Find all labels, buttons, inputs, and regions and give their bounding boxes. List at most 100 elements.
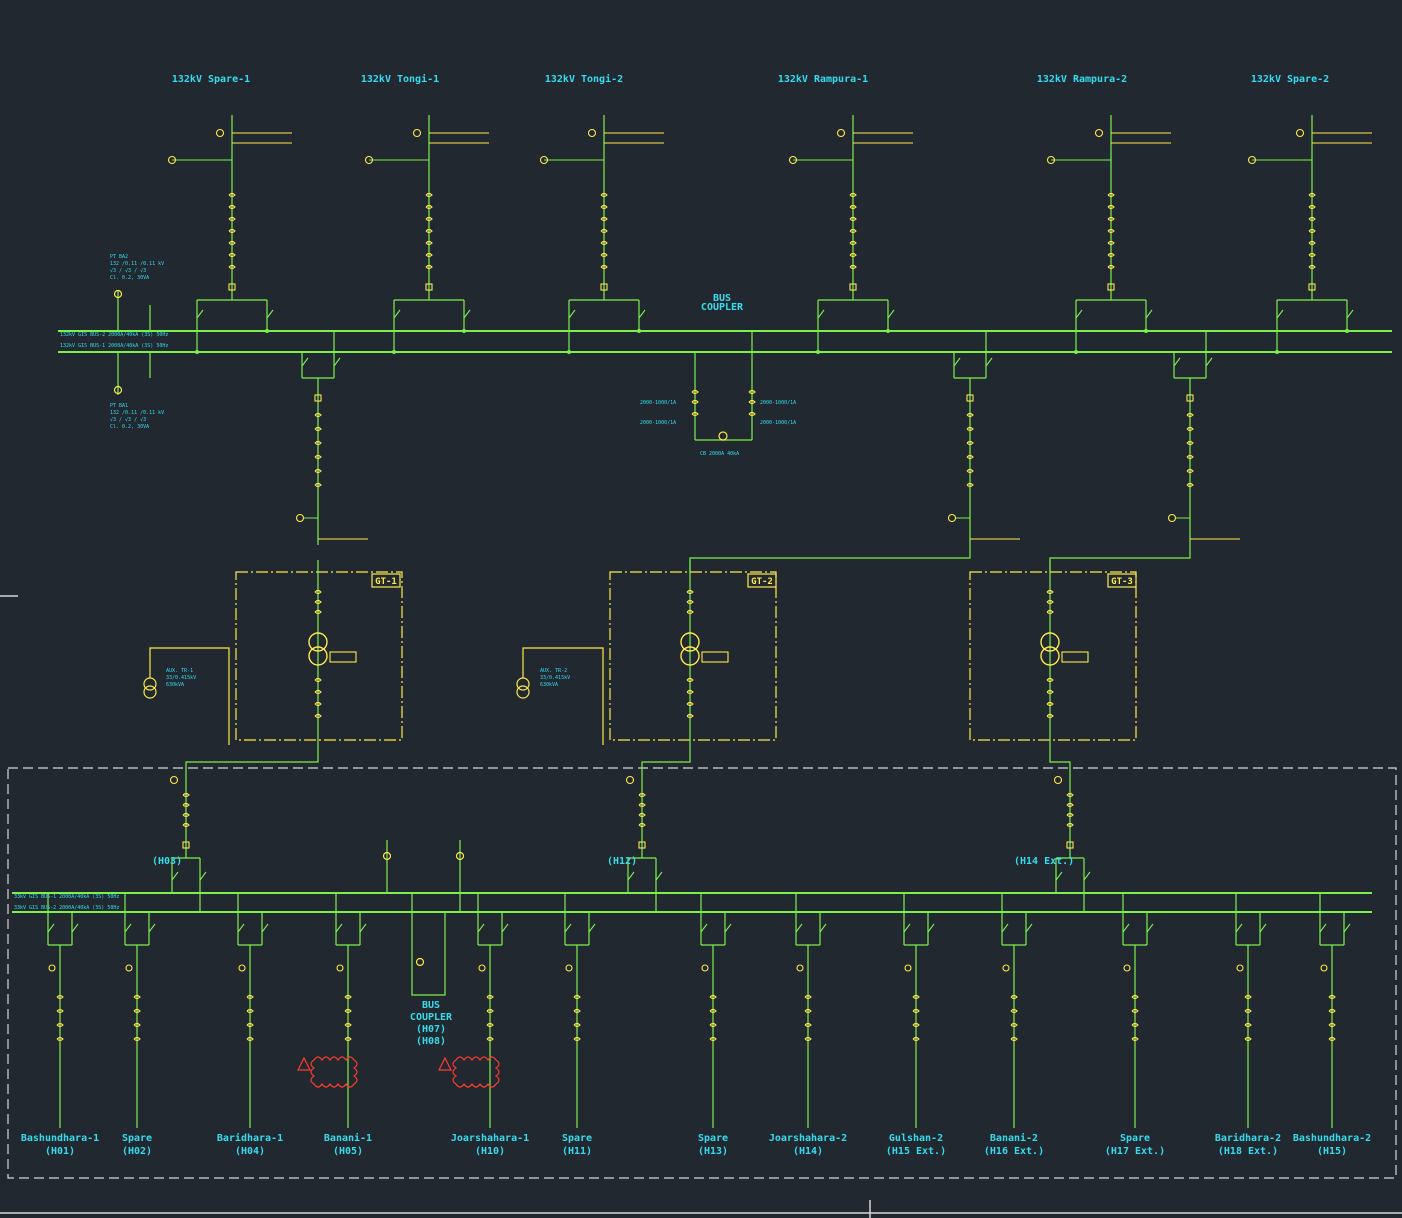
ct-coil-icon (425, 192, 433, 198)
feeder-name: Bashundhara-1 (21, 1133, 99, 1144)
ct-coil-icon (1107, 204, 1115, 210)
earth-switch-icon (238, 964, 246, 972)
ct-coil-icon (686, 701, 694, 707)
ct-coil-icon (425, 264, 433, 270)
earth-switch-icon (48, 964, 56, 972)
ct-coil-icon (1244, 1008, 1252, 1014)
disconnector-icon (953, 357, 961, 367)
feeder-code: (H11) (562, 1146, 592, 1157)
mv-feeder-bay: Banani-1(H05) (324, 893, 372, 1157)
power-transformer: GT-2 (609, 560, 777, 752)
ct-coil-icon (314, 426, 322, 432)
feeder-name: Spare (698, 1133, 728, 1144)
ct-coil-icon (1328, 1036, 1336, 1042)
ct-coil-icon (1010, 994, 1018, 1000)
ct-coil-icon (1107, 240, 1115, 246)
voltage-transformer-icon (1247, 155, 1257, 165)
ct-coil-icon (133, 994, 141, 1000)
mv-feeder-bay: Spare (H11) (562, 893, 596, 1157)
hv-bus-coupler-title: BUS COUPLER 2000-1000/1A 2000-1000/1A 20… (640, 293, 796, 457)
feeder-code: (H16 Ext.) (984, 1146, 1044, 1157)
disconnector-icon (1343, 923, 1351, 933)
svg-text:2000-1000/1A: 2000-1000/1A (760, 400, 796, 406)
ct-coil-icon (314, 609, 322, 615)
disconnector-icon (393, 309, 401, 319)
earth-switch-icon (1320, 964, 1328, 972)
voltage-transformer-icon (364, 155, 374, 165)
ct-coil-icon (425, 216, 433, 222)
ct-coil-icon (344, 1022, 352, 1028)
disconnector-icon (333, 357, 341, 367)
power-transformer: GT-1 (235, 560, 403, 752)
ct-coil-icon (966, 468, 974, 474)
ct-coil-icon (314, 701, 322, 707)
ct-coil-icon (709, 1008, 717, 1014)
disconnector-icon (171, 871, 179, 881)
ct-coil-icon (486, 1008, 494, 1014)
feeder-name: Spare (562, 1133, 592, 1144)
ct-coil-icon (638, 822, 646, 828)
mv-feeder-bay: Gulshan-2 (H15 Ext.) (886, 893, 946, 1157)
transformer-hv-winding-icon (1040, 632, 1060, 652)
ct-coil-icon (966, 454, 974, 460)
svg-text:AUX. TR-2: AUX. TR-2 (540, 668, 567, 674)
ct-coil-icon (314, 482, 322, 488)
bus-node (637, 329, 641, 333)
svg-text:132 /0.11 /0.11 kV: 132 /0.11 /0.11 kV (110, 410, 164, 416)
bus-node (392, 350, 396, 354)
bus-node (265, 329, 269, 333)
bus-node (1074, 350, 1078, 354)
mv-feeder-bay: Joarshahara-1(H10) (451, 893, 529, 1157)
ct-coil-icon (1308, 252, 1316, 258)
ct-coil-icon (425, 252, 433, 258)
ct-coil-icon (573, 994, 581, 1000)
disconnector-icon (261, 923, 269, 933)
bus-node (886, 329, 890, 333)
ct-coil-icon (638, 812, 646, 818)
voltage-transformer-icon (625, 775, 635, 785)
transformer-lv-winding-icon (308, 646, 328, 666)
disconnector-icon (196, 309, 204, 319)
ct-coil-icon (133, 1036, 141, 1042)
hv-bay: 132kV Rampura-2 (1037, 74, 1171, 354)
svg-text:630kVA: 630kVA (166, 682, 184, 688)
bus-node (1144, 329, 1148, 333)
disconnector-icon (301, 357, 309, 367)
ct-coil-icon (56, 1022, 64, 1028)
feeder-code: (H18 Ext.) (1218, 1146, 1278, 1157)
hv-bay: 132kV Spare-1 (167, 74, 292, 354)
ct-coil-icon (1328, 1022, 1336, 1028)
ct-coil-icon (182, 792, 190, 798)
mv-bus-coupler-line-1: BUS (422, 1000, 440, 1011)
disconnector-icon (1145, 309, 1153, 319)
transformer-lv-winding-icon (680, 646, 700, 666)
voltage-transformer-icon (788, 155, 798, 165)
hv-feeder-title: 132kV Rampura-1 (778, 74, 868, 85)
mv-bus-coupler-line-2: COUPLER (410, 1012, 453, 1023)
mv-bus-coupler (411, 893, 446, 996)
disconnector-icon (724, 923, 732, 933)
ct-coil-icon (912, 1008, 920, 1014)
disconnector-icon (501, 923, 509, 933)
hv-busbars (58, 330, 1392, 353)
feeder-code: (H04) (235, 1146, 265, 1157)
feeder-code: (H02) (122, 1146, 152, 1157)
ct-coil-icon (1186, 426, 1194, 432)
feeder-code: (H15 Ext.) (886, 1146, 946, 1157)
voltage-transformer-icon (1046, 155, 1056, 165)
ct-coil-icon (600, 252, 608, 258)
voltage-transformer-icon (167, 155, 177, 165)
cable-termination-icon (215, 128, 225, 138)
hv-bus-coupler-line-1: BUS (713, 293, 731, 304)
cable-termination-icon (1295, 128, 1305, 138)
ct-coil-icon (912, 994, 920, 1000)
ngr-icon (701, 651, 729, 663)
ct-coil-icon (1066, 812, 1074, 818)
ct-coil-icon (314, 689, 322, 695)
circuit-breaker-icon (600, 283, 608, 291)
disconnector-icon (335, 923, 343, 933)
ct-coil-icon (1010, 1022, 1018, 1028)
feeder-name: Gulshan-2 (889, 1133, 943, 1144)
mv-feeder-bay: Baridhara-2(H18 Ext.) (1215, 893, 1281, 1157)
